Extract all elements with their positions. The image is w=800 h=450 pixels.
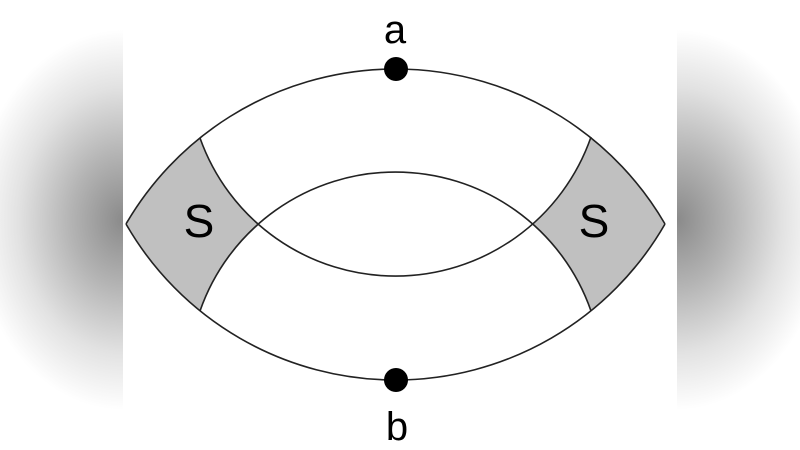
point-b-dot	[384, 368, 408, 392]
right-region-s	[533, 137, 665, 311]
label-left-s: S	[184, 195, 215, 247]
left-blurred-margin	[0, 0, 123, 450]
right-blurred-margin	[677, 0, 800, 450]
label-right-s: S	[579, 195, 610, 247]
label-a: a	[384, 8, 407, 52]
point-a-dot	[384, 57, 408, 81]
inner-lower-arc	[199, 136, 592, 277]
inner-upper-arc	[199, 171, 592, 312]
label-b: b	[386, 405, 408, 449]
left-region-s	[126, 138, 259, 311]
